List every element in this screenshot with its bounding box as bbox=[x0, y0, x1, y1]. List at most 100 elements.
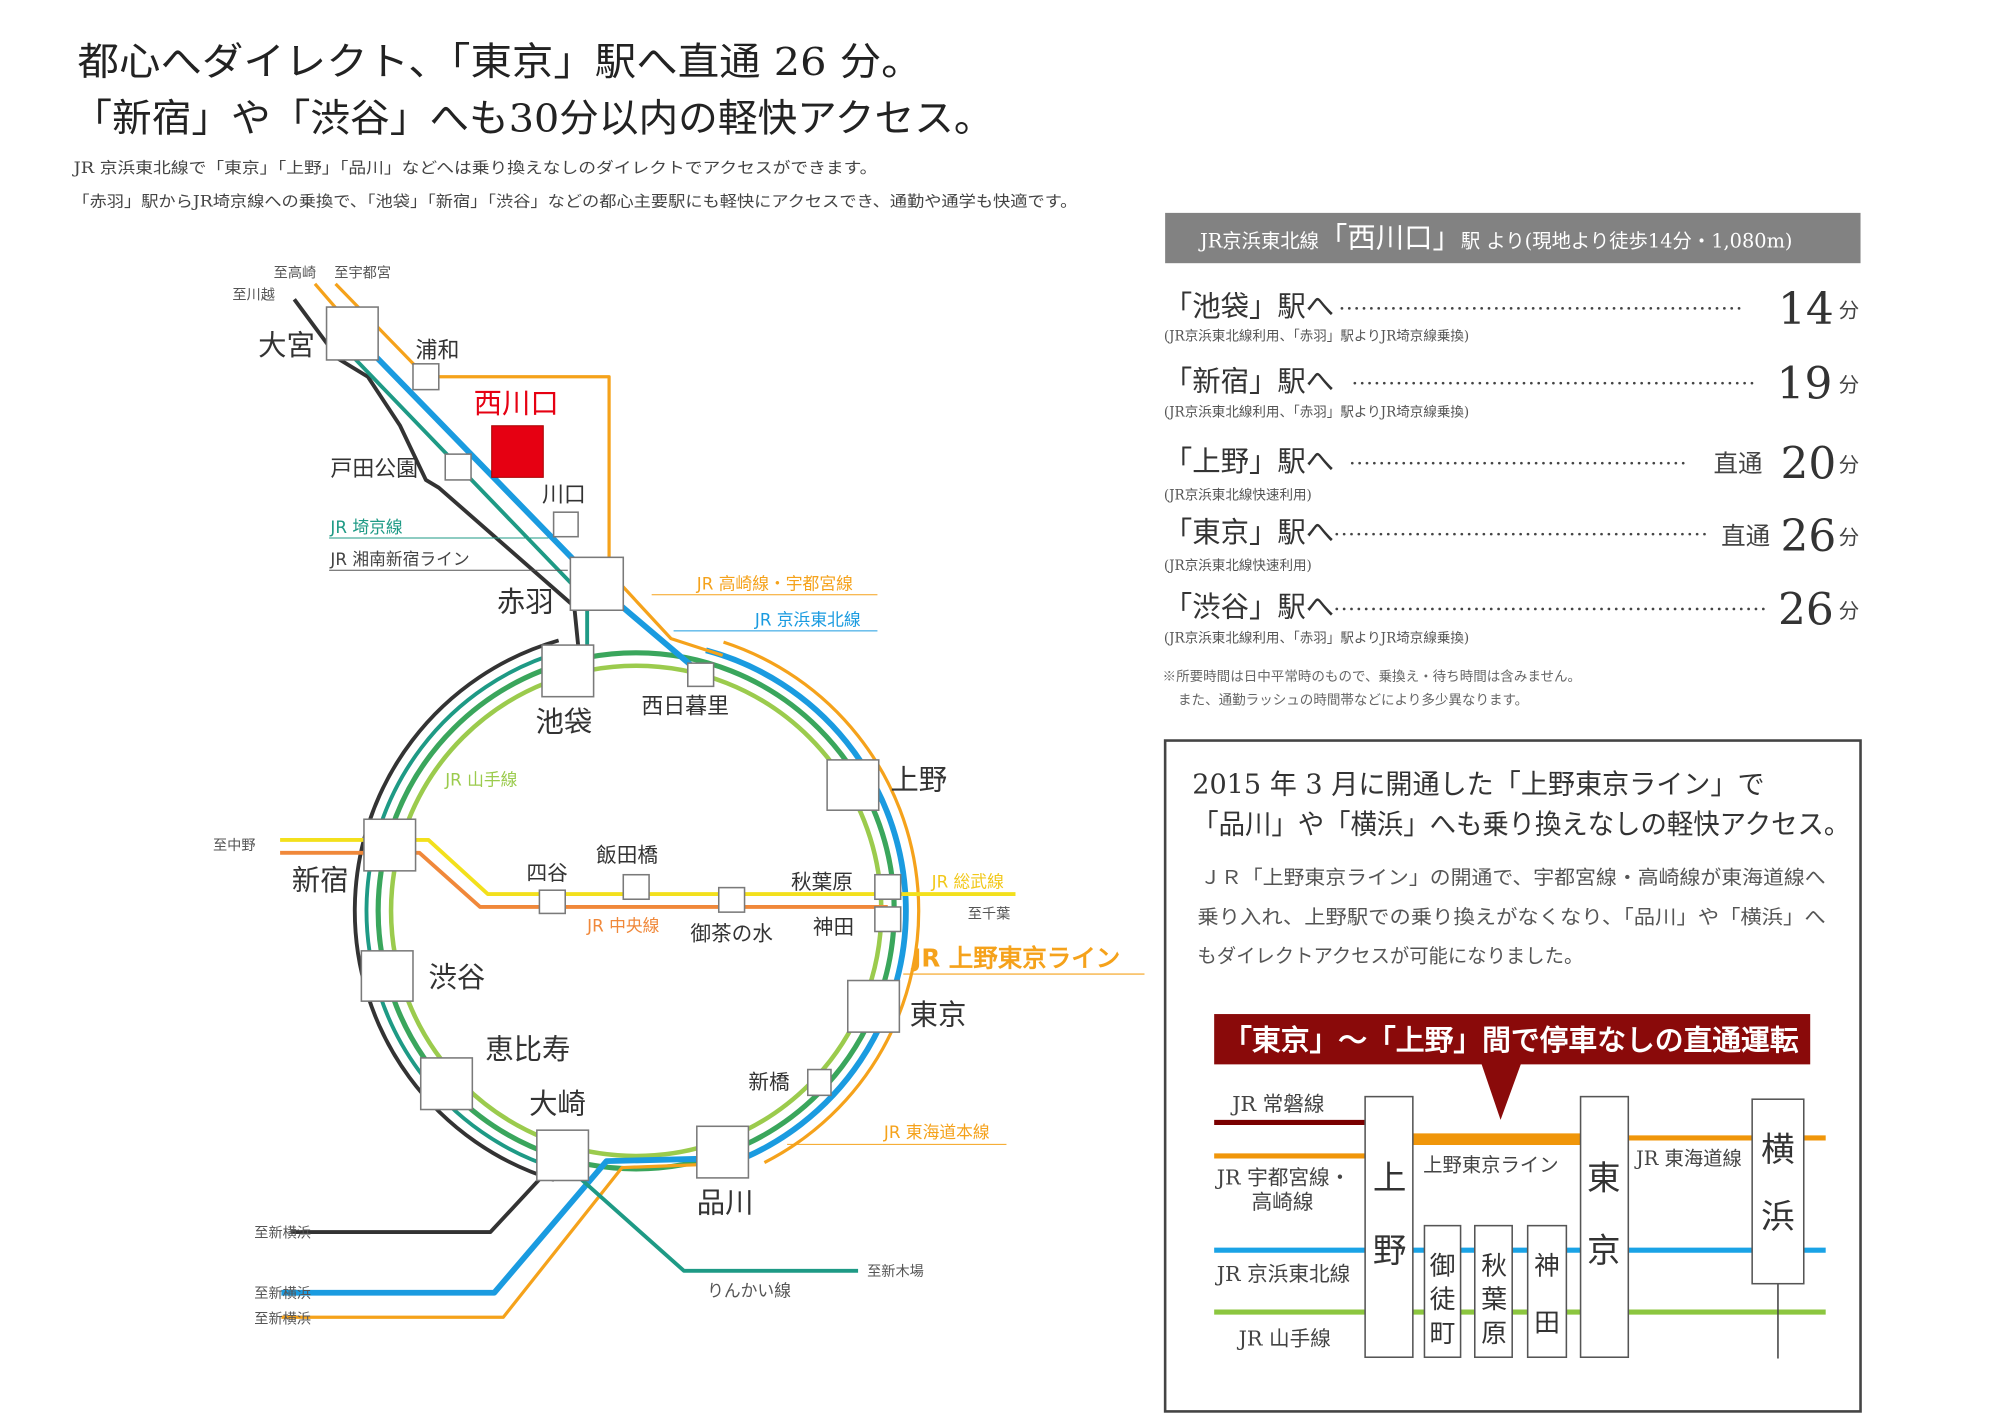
ueno-tokyo-line-box: 2015 年 3 月に開通した「上野東京ライン」で 「品川」や「横浜」へも乗り換… bbox=[1163, 739, 1862, 1413]
label-nishi-nippori: 西日暮里 bbox=[641, 694, 729, 719]
station-ochanomizu bbox=[717, 886, 746, 913]
dest-shin-yokohama-2: 至新横浜 bbox=[254, 1286, 311, 1302]
station-box-akihabara bbox=[1473, 1224, 1513, 1359]
direct-label: 直通 bbox=[1721, 521, 1770, 550]
dest-nakano: 至中野 bbox=[213, 838, 256, 854]
minutes-unit: 分 bbox=[1839, 525, 1860, 549]
station-char: 京 bbox=[1587, 1231, 1621, 1270]
station-tokyo bbox=[846, 979, 901, 1033]
access-note: (JR京浜東北線快速利用) bbox=[1164, 487, 1312, 503]
feature-title-1: 2015 年 3 月に開通した「上野東京ライン」で bbox=[1192, 769, 1764, 800]
sobu-line bbox=[280, 837, 1016, 897]
route-map: 大宮 浦和 西川口 戸田公園 川口 赤羽 池袋 西日暮里 上野 新宿 四谷 飯田… bbox=[213, 264, 1145, 1328]
station-ikebukuro bbox=[541, 644, 595, 698]
label-urawa: 浦和 bbox=[416, 338, 460, 363]
minutes-unit: 分 bbox=[1839, 599, 1860, 623]
station-char: 秋 bbox=[1481, 1252, 1507, 1282]
access-minutes: 26 bbox=[1781, 511, 1837, 562]
feature-body-1: ＪＲ「上野東京ライン」の開通で、宇都宮線・高崎線が東海道線へ bbox=[1200, 866, 1826, 889]
tokaido-south bbox=[281, 1162, 723, 1319]
access-destination: 「新宿」駅へ bbox=[1164, 365, 1334, 398]
label-akihabara: 秋葉原 bbox=[791, 870, 853, 894]
line-label-saikyo: JR 埼京線 bbox=[329, 517, 402, 537]
station-omiya bbox=[325, 306, 379, 361]
label-kanda: 神田 bbox=[813, 915, 854, 939]
banner-pointer bbox=[1481, 1063, 1522, 1120]
access-row: 「池袋」駅へ 14 分 (JR京浜東北線利用、「赤羽」駅よりJR埼京線乗換) bbox=[1164, 284, 1859, 345]
access-note: (JR京浜東北線利用、「赤羽」駅よりJR埼京線乗換) bbox=[1164, 630, 1469, 646]
line-label-tokaido: JR 東海道本線 bbox=[883, 1122, 990, 1142]
label-utsunomiya-1: JR 宇都宮線・ bbox=[1215, 1165, 1350, 1189]
access-row: 「渋谷」駅へ 26 分 (JR京浜東北線利用、「赤羽」駅よりJR埼京線乗換) bbox=[1164, 584, 1859, 646]
station-char: 葉 bbox=[1481, 1285, 1507, 1315]
label-nishi-kawaguchi: 西川口 bbox=[474, 387, 559, 420]
banner bbox=[1214, 1014, 1811, 1065]
station-char: 徒 bbox=[1430, 1285, 1456, 1315]
feature-body-3: もダイレクトアクセスが可能になりました。 bbox=[1197, 944, 1583, 967]
access-note: (JR京浜東北線利用、「赤羽」駅よりJR埼京線乗換) bbox=[1164, 405, 1469, 421]
label-utsunomiya-2: 高崎線 bbox=[1252, 1190, 1314, 1214]
header: 都心へダイレクト、「東京」駅へ直通 26 分。 「新宿」や「渋谷」へも30分以内… bbox=[71, 40, 1077, 211]
access-destination: 「上野」駅へ bbox=[1164, 445, 1334, 478]
station-kanda bbox=[874, 906, 902, 933]
station-yotsuya bbox=[538, 889, 566, 915]
station-box-tokyo bbox=[1579, 1095, 1630, 1359]
station-char: 原 bbox=[1481, 1319, 1507, 1349]
footnote-1: ※所要時間は日中平常時のもので、乗換え・待ち時間は含みません。 bbox=[1163, 669, 1582, 685]
origin-bar-text: JR京浜東北線「西川口」駅 より(現地より徒歩14分・1,080m) bbox=[1198, 222, 1793, 255]
lead-text-1: JR 京浜東北線で「東京」「上野」「品川」などへは乗り換えなしのダイレクトでアク… bbox=[71, 159, 877, 177]
station-nishi-nippori bbox=[687, 662, 715, 688]
station-shinagawa bbox=[696, 1125, 750, 1179]
label-joban: JR 常磐線 bbox=[1230, 1092, 1324, 1116]
dest-utsunomiya: 至宇都宮 bbox=[334, 265, 391, 281]
station-nishi-kawaguchi bbox=[491, 425, 544, 478]
station-char: 御 bbox=[1430, 1252, 1456, 1282]
label-shibuya: 渋谷 bbox=[428, 961, 485, 994]
dest-shin-yokohama-3: 至新横浜 bbox=[254, 1312, 311, 1328]
dest-takasaki: 至高崎 bbox=[274, 264, 317, 281]
label-osaki: 大崎 bbox=[529, 1087, 586, 1120]
station-box-yokohama bbox=[1751, 1098, 1805, 1285]
label-akabane: 赤羽 bbox=[497, 586, 554, 619]
origin-bar bbox=[1165, 212, 1861, 264]
label-yotsuya: 四谷 bbox=[527, 861, 568, 885]
station-shinjuku bbox=[363, 818, 417, 872]
access-destination: 「渋谷」駅へ bbox=[1164, 591, 1334, 624]
origin-station: 「西川口」 bbox=[1319, 222, 1461, 255]
saikyo-line-arc bbox=[364, 649, 563, 1171]
station-char: 浜 bbox=[1761, 1197, 1795, 1236]
label-tokaido: JR 東海道線 bbox=[1634, 1147, 1742, 1170]
station-shimbashi bbox=[806, 1068, 832, 1097]
access-minutes: 26 bbox=[1778, 584, 1834, 635]
station-char: 野 bbox=[1373, 1231, 1407, 1270]
label-ikebukuro: 池袋 bbox=[536, 706, 593, 739]
access-note: (JR京浜東北線快速利用) bbox=[1164, 558, 1312, 574]
line-label-takasaki-utsunomiya: JR 高崎線・宇都宮線 bbox=[696, 574, 853, 594]
keihin-tohoku-line-arc bbox=[705, 647, 909, 1167]
station-toda-koen bbox=[444, 453, 472, 481]
label-tokyo: 東京 bbox=[910, 998, 967, 1031]
feature-body-2: 乗り入れ、上野駅での乗り換えがなくなり、「品川」や「横浜」へ bbox=[1197, 906, 1825, 929]
line-label-yamanote: JR 山手線 bbox=[444, 770, 517, 790]
line-label-chuo: JR 中央線 bbox=[586, 915, 659, 935]
access-minutes: 14 bbox=[1778, 284, 1834, 335]
line-label-ueno-tokyo: JR 上野東京ライン bbox=[910, 943, 1120, 972]
station-char: 横 bbox=[1761, 1130, 1795, 1169]
access-destination: 「東京」駅へ bbox=[1164, 516, 1334, 549]
label-ebisu: 恵比寿 bbox=[485, 1033, 570, 1066]
minutes-unit: 分 bbox=[1839, 373, 1860, 397]
label-shinjuku: 新宿 bbox=[292, 864, 349, 897]
station-box-kanda bbox=[1526, 1224, 1568, 1359]
label-shimbashi: 新橋 bbox=[748, 1070, 790, 1094]
station-char: 上 bbox=[1373, 1159, 1407, 1198]
line-label-sobu: JR 総武線 bbox=[931, 872, 1004, 892]
line-label-shonan-shinjuku: JR 湘南新宿ライン bbox=[329, 549, 469, 569]
station-char: 町 bbox=[1430, 1319, 1456, 1349]
station-kawaguchi bbox=[552, 511, 579, 538]
station-akihabara bbox=[874, 873, 902, 901]
station-char: 神 bbox=[1534, 1252, 1560, 1282]
lead-text-2: 「赤羽」駅からJR埼京線への乗換で、「池袋」「新宿」「渋谷」などの都心主要駅にも… bbox=[72, 192, 1077, 210]
keihin-south bbox=[281, 1155, 710, 1296]
label-ueno: 上野 bbox=[890, 764, 947, 797]
dest-shin-yokohama-1: 至新横浜 bbox=[254, 1225, 311, 1241]
